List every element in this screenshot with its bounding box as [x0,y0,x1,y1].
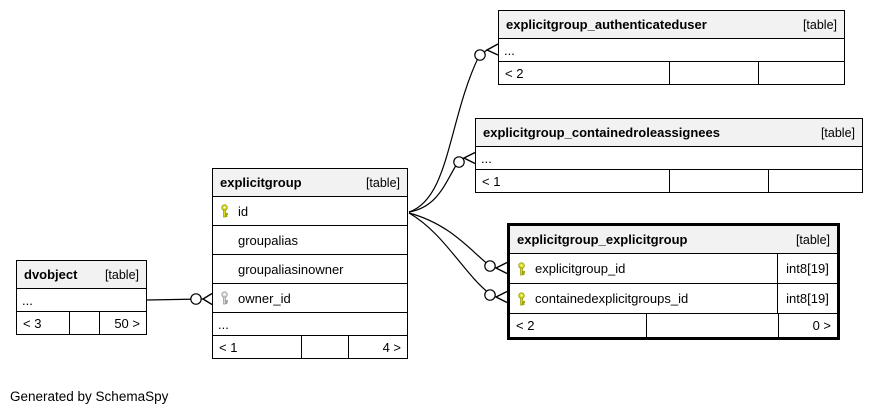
columns-ellipsis-row: ... [17,289,146,312]
table-name-link[interactable]: explicitgroup [220,175,302,190]
table-explicitgroup-containedroleassignees: explicitgroup_containedroleassignees [ta… [475,118,863,193]
zero-or-one-circle [453,156,465,168]
crow-foot-arrow [462,151,476,165]
column-row: owner_id [213,284,407,313]
table-explicitgroup-authenticateduser: explicitgroup_authenticateduser [table] … [498,10,845,85]
table-explicitgroup-explicitgroup: explicitgroup_explicitgroup [table] expl… [507,223,840,340]
ellipsis-label: ... [22,292,33,308]
table-stats-row: < 2 [499,62,844,84]
stats-middle-cell [69,312,99,334]
zero-or-one-circle [474,49,486,61]
column-row: containedexplicitgroups_id int8[19] [510,284,837,314]
connector-containedexplicitgroups-id [408,212,497,298]
table-header: explicitgroup_authenticateduser [table] [499,11,844,39]
table-name-link[interactable]: explicitgroup_containedroleassignees [483,125,720,140]
column-row: groupaliasinowner [213,255,407,284]
primary-key-icon [518,261,525,275]
zero-or-one-circle [484,289,496,301]
column-name: groupalias [238,232,298,248]
table-header: explicitgroup_explicitgroup [table] [510,226,837,254]
column-type: int8[19] [777,254,837,283]
column-row: id [213,197,407,226]
stats-middle-cell [301,336,348,358]
columns-ellipsis-row: ... [499,39,844,62]
parents-count: < 1 [219,339,238,355]
column-name: containedexplicitgroups_id [535,291,689,306]
column-name: id [238,203,249,219]
children-count: 50 > [99,312,146,334]
column-row: groupalias [213,226,407,255]
table-stats-row: < 2 0 > [510,314,837,337]
children-count [758,62,844,84]
zero-or-one-circle [190,293,202,305]
parents-count: < 3 [23,315,42,331]
table-name-link[interactable]: explicitgroup_explicitgroup [517,232,688,247]
table-tag: [table] [795,232,830,247]
ellipsis-label: ... [218,316,229,332]
table-stats-row: < 1 4 > [213,336,407,358]
column-row: explicitgroup_id int8[19] [510,254,837,284]
crow-foot-arrow [485,43,499,56]
connector-authenticateduser [408,49,488,213]
generated-by-label: Generated by SchemaSpy [10,389,169,404]
column-name: groupaliasinowner [238,261,344,277]
stats-middle-cell [669,170,768,192]
crow-foot-arrow [494,261,508,275]
column-type: int8[19] [777,284,837,313]
children-count: 4 > [348,336,407,358]
table-header: explicitgroup [table] [213,169,407,197]
columns-ellipsis-row: ... [476,147,862,170]
ellipsis-label: ... [504,42,515,58]
parents-count: < 2 [516,318,535,333]
crow-foot-arrow [494,290,508,304]
table-tag: [table] [820,125,855,140]
parents-count: < 1 [482,173,501,189]
stats-middle-cell [646,314,778,337]
table-header: dvobject [table] [17,261,146,289]
children-count: 0 > [778,314,837,337]
table-tag: [table] [104,267,139,282]
column-name: owner_id [238,290,291,306]
ellipsis-label: ... [481,150,492,166]
table-explicitgroup: explicitgroup [table] id groupalias [212,168,408,359]
table-stats-row: < 3 50 > [17,312,146,334]
table-stats-row: < 1 [476,170,862,192]
zero-or-one-circle [484,260,496,272]
table-tag: [table] [802,17,837,32]
columns-ellipsis-row: ... [213,313,407,336]
table-name-link[interactable]: explicitgroup_authenticateduser [506,17,707,32]
table-name-link[interactable]: dvobject [24,267,78,282]
table-dvobject: dvobject [table] ... < 3 50 > [16,260,147,335]
column-name: explicitgroup_id [535,261,626,276]
table-header: explicitgroup_containedroleassignees [ta… [476,119,862,147]
primary-key-icon [221,204,228,218]
stats-middle-cell [669,62,758,84]
crow-foot-arrow [201,292,213,306]
table-tag: [table] [365,175,400,190]
parents-count: < 2 [505,65,524,81]
children-count [768,170,862,192]
foreign-key-icon [221,291,228,305]
primary-key-icon [518,291,525,305]
